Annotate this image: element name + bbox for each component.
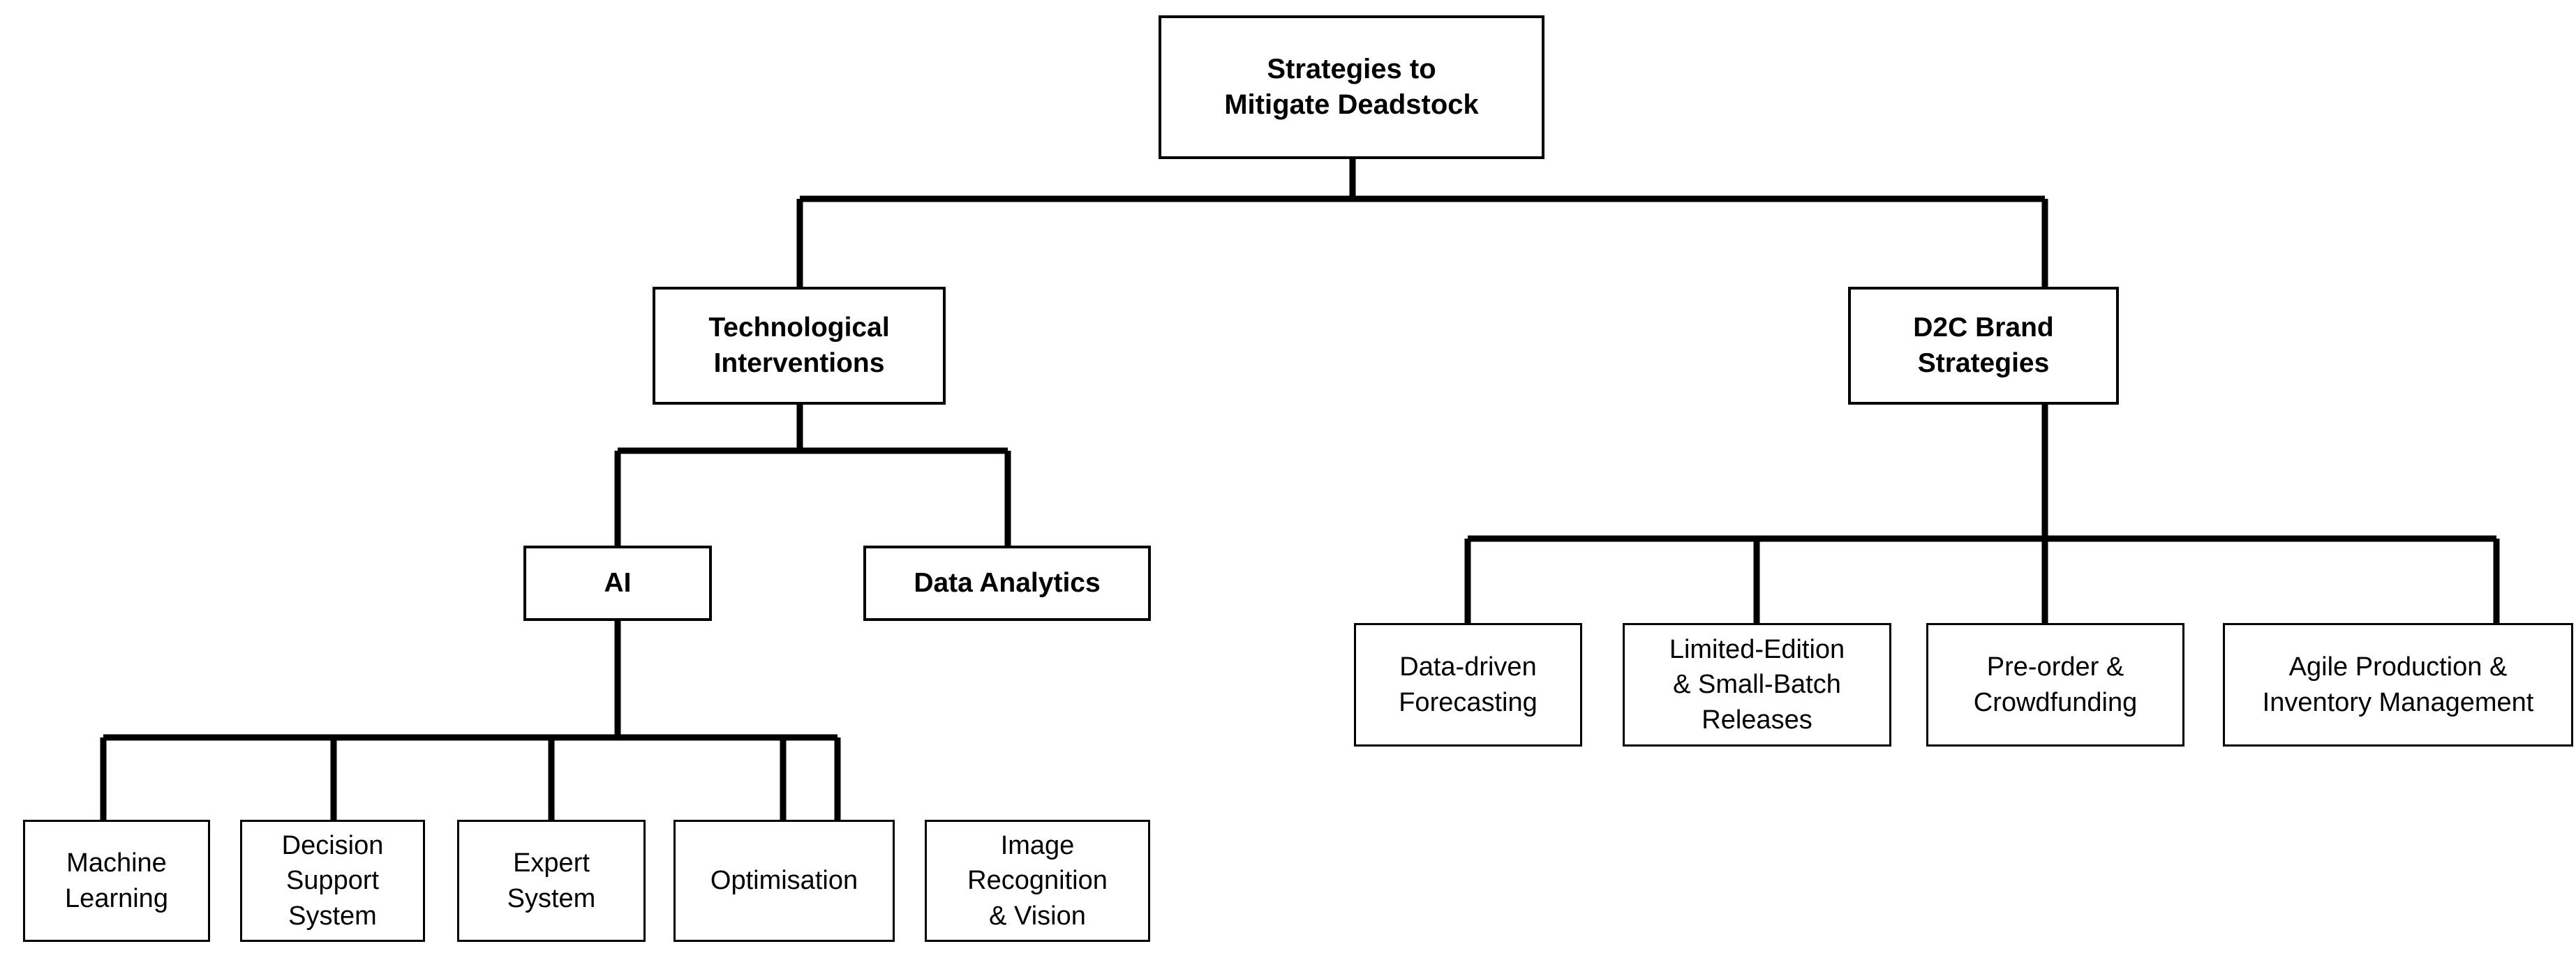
node-agile-production-inventory-management-label: Agile Production & Inventory Management xyxy=(2262,652,2534,717)
node-data-analytics[interactable]: Data Analytics xyxy=(863,546,1151,621)
node-decision-support-system-label: Decision Support System xyxy=(281,831,384,931)
node-technological-interventions-label: Technological Interventions xyxy=(708,312,890,378)
node-machine-learning-label: Machine Learning xyxy=(65,848,168,913)
node-ai-label: AI xyxy=(604,568,632,599)
node-d2c-brand-strategies-label: D2C Brand Strategies xyxy=(1913,312,2054,378)
node-data-analytics-label: Data Analytics xyxy=(914,568,1101,599)
node-pre-order-crowdfunding[interactable]: Pre-order & Crowdfunding xyxy=(1926,623,2184,747)
node-expert-system-label: Expert System xyxy=(507,848,596,913)
node-data-driven-forecasting[interactable]: Data-driven Forecasting xyxy=(1354,623,1582,747)
node-expert-system[interactable]: Expert System xyxy=(457,820,646,942)
node-optimisation-label: Optimisation xyxy=(710,866,858,896)
node-limited-edition-small-batch-releases-label: Limited-Edition & Small-Batch Releases xyxy=(1669,635,1845,735)
node-root[interactable]: Strategies to Mitigate Deadstock xyxy=(1159,15,1544,159)
node-d2c-brand-strategies[interactable]: D2C Brand Strategies xyxy=(1848,287,2119,405)
node-technological-interventions[interactable]: Technological Interventions xyxy=(653,287,946,405)
node-ai[interactable]: AI xyxy=(523,546,712,621)
node-optimisation[interactable]: Optimisation xyxy=(673,820,895,942)
node-limited-edition-small-batch-releases[interactable]: Limited-Edition & Small-Batch Releases xyxy=(1623,623,1891,747)
node-data-driven-forecasting-label: Data-driven Forecasting xyxy=(1399,652,1538,717)
node-image-recognition-vision[interactable]: Image Recognition & Vision xyxy=(925,820,1150,942)
node-decision-support-system[interactable]: Decision Support System xyxy=(240,820,425,942)
node-root-label: Strategies to Mitigate Deadstock xyxy=(1224,53,1479,120)
node-pre-order-crowdfunding-label: Pre-order & Crowdfunding xyxy=(1973,652,2138,717)
node-machine-learning[interactable]: Machine Learning xyxy=(23,820,210,942)
node-agile-production-inventory-management[interactable]: Agile Production & Inventory Management xyxy=(2223,623,2573,747)
node-image-recognition-vision-label: Image Recognition & Vision xyxy=(967,831,1108,931)
